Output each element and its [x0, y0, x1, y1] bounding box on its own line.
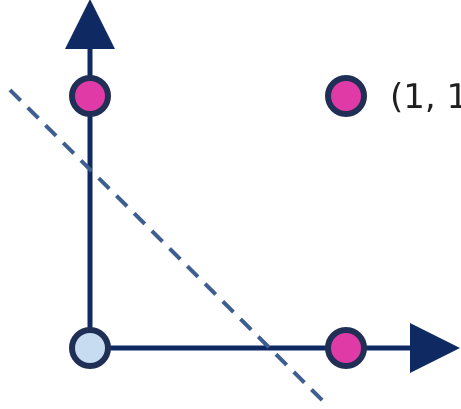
point-corner-label: (1, 1) — [390, 77, 461, 117]
point-origin — [69, 327, 111, 369]
point-corner — [325, 75, 367, 117]
points-group — [69, 75, 367, 369]
point-on-x-axis — [325, 327, 367, 369]
decision-boundary-dashed-line — [8, 88, 329, 407]
axes — [65, 0, 460, 373]
point-on-y-axis — [69, 75, 111, 117]
